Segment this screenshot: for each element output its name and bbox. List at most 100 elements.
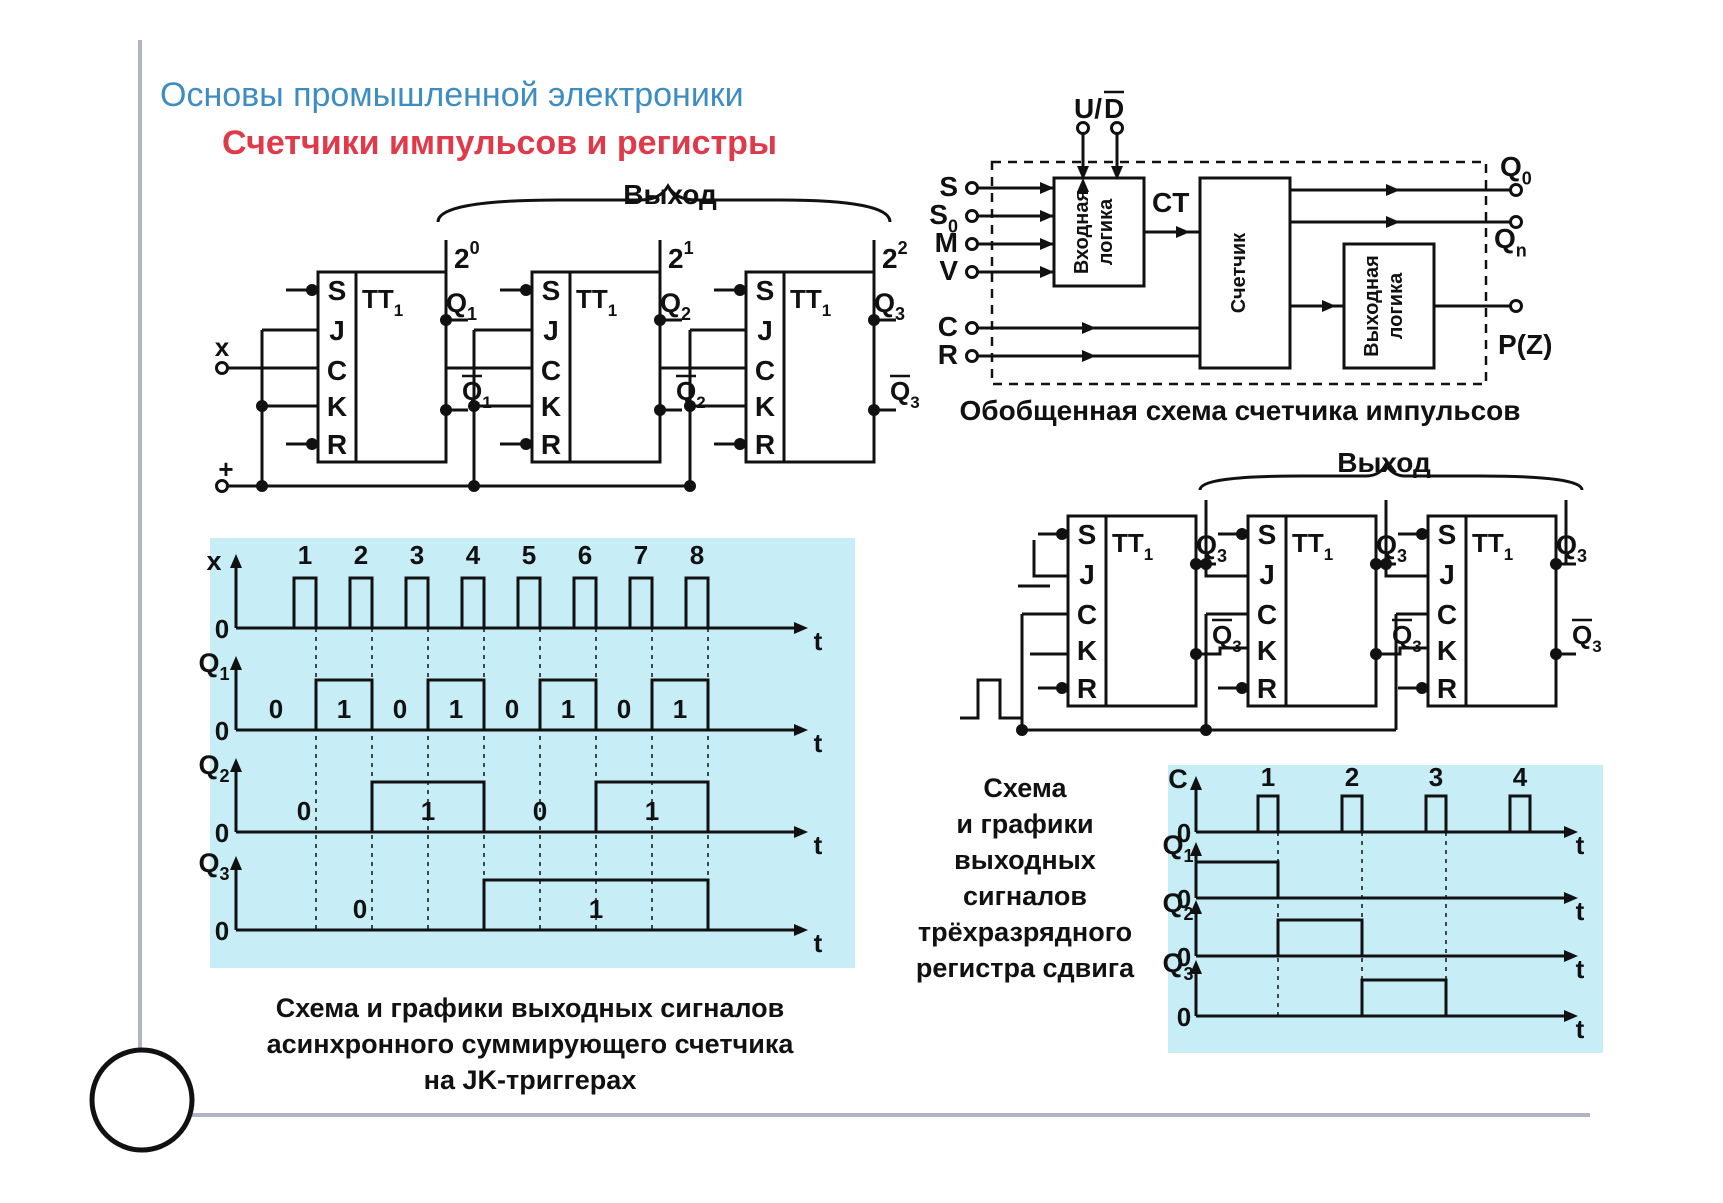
counter-caption: Схема и графики выходных сигналов асинхр…: [210, 990, 850, 1098]
zero-label: 0: [215, 614, 229, 644]
flipflop-type: TT1: [362, 284, 403, 320]
arrowhead: [1082, 322, 1096, 334]
clock-pulse: [292, 576, 318, 628]
pin-C: C: [1437, 599, 1457, 630]
input-label: C: [938, 311, 958, 342]
pin-J: J: [1259, 559, 1275, 590]
axis-arrow: [230, 856, 242, 870]
arrowhead: [1040, 238, 1054, 250]
q1-level: 0: [617, 694, 631, 724]
qbar-dot: [868, 404, 880, 416]
output-brace: [1198, 460, 1584, 491]
data-wire: [1196, 646, 1248, 656]
junction-dot: [684, 400, 696, 412]
signal-label: Q1: [198, 648, 229, 684]
arrowhead: [1040, 182, 1054, 194]
shift-caption-line: Схема: [983, 773, 1067, 803]
zero-label: 0: [215, 716, 229, 746]
plus-label: +: [218, 454, 233, 484]
axis-arrow: [230, 554, 242, 568]
qbar-dot: [440, 404, 452, 416]
q-output-label: Q1: [446, 288, 477, 324]
counter-block: [1198, 176, 1292, 370]
carry-wire: [658, 320, 746, 370]
set-bubble: [306, 284, 318, 296]
time-label: t: [814, 830, 823, 860]
pin-R: R: [1257, 673, 1277, 704]
pin-K: K: [1077, 635, 1097, 666]
pulse-number: 6: [578, 540, 592, 570]
flipflop-body: [1426, 514, 1558, 708]
q1-level: 1: [673, 694, 687, 724]
qbar-dot: [1550, 648, 1562, 660]
shift-register-caption: Схема и графики выходных сигналов трёхра…: [890, 770, 1160, 986]
counter-caption-line: асинхронного суммирующего счетчика: [266, 1029, 794, 1059]
set-bubble: [1236, 528, 1248, 540]
pulse-number: 5: [522, 540, 536, 570]
junction-dot: [1016, 724, 1028, 736]
reset-bubble: [1056, 682, 1068, 694]
junction-dot: [684, 480, 696, 492]
clock-pulse: [516, 576, 542, 628]
page-title: Основы промышленной электроники: [160, 76, 744, 114]
time-label: t: [1576, 830, 1585, 860]
ud-terminal: [1110, 121, 1124, 135]
pulse-number: 3: [410, 540, 424, 570]
axis-arrow: [1564, 826, 1578, 838]
q2-level: 0: [297, 796, 311, 826]
pin-J: J: [1439, 559, 1455, 590]
zero-label: 0: [215, 916, 229, 946]
arrowhead: [1386, 216, 1400, 228]
input-logic-label: логика: [1095, 198, 1117, 265]
plus-terminal: [215, 479, 229, 493]
x-input-label: x: [215, 332, 230, 362]
output-label: Qn: [1494, 223, 1527, 260]
generalized-caption: Обобщенная схема счетчика импульсов: [960, 395, 1521, 426]
flipflop-type: TT1: [1472, 528, 1513, 564]
flipflop-type: TT1: [1292, 528, 1333, 564]
arrowhead: [1082, 350, 1096, 362]
shift-caption-line: и графики: [956, 809, 1094, 839]
pin-S: S: [328, 275, 347, 306]
zero-label: 0: [1177, 1002, 1191, 1032]
carry-wire: [444, 320, 532, 370]
time-label: t: [1576, 1014, 1585, 1044]
counter-caption-line: Схема и графики выходных сигналов: [275, 993, 785, 1023]
signal-label: x: [206, 546, 221, 576]
flipflop-body: [1246, 514, 1378, 708]
pin-K: K: [1437, 635, 1457, 666]
axis-arrow: [1564, 1010, 1578, 1022]
output-label: Выход: [1337, 447, 1431, 478]
pin-R: R: [755, 429, 775, 460]
clock-pulse: [1340, 794, 1364, 832]
pin-S: S: [1258, 519, 1277, 550]
input-terminal: [965, 209, 979, 223]
output-brace: [436, 182, 892, 223]
time-label: t: [1576, 896, 1585, 926]
pin-J: J: [757, 315, 773, 346]
input-terminal: [965, 237, 979, 251]
arrowhead: [1077, 178, 1089, 192]
clock-pulse: [572, 576, 598, 628]
input-label: S0: [929, 199, 958, 236]
shift-timing-panel: [1168, 765, 1603, 1053]
reset-bubble: [1236, 682, 1248, 694]
zero-label: 0: [1177, 818, 1191, 848]
clock-pulse: [404, 576, 430, 628]
axis-arrow: [1564, 950, 1578, 962]
output-terminal: [1509, 215, 1523, 229]
reset-bubble: [734, 438, 746, 450]
pin-R: R: [541, 429, 561, 460]
arrowhead: [1077, 166, 1089, 180]
pin-J: J: [1079, 559, 1095, 590]
signal-label: Q3: [1162, 948, 1193, 984]
zero-label: 0: [1177, 884, 1191, 914]
output-logic-label: Выходная: [1361, 255, 1383, 357]
clock-pulse: [1508, 794, 1532, 832]
axis-arrow: [1190, 842, 1202, 856]
input-terminal: [965, 349, 979, 363]
input-terminal: [965, 321, 979, 335]
pin-C: C: [1077, 599, 1097, 630]
shift-caption-line: сигналов: [962, 881, 1088, 911]
